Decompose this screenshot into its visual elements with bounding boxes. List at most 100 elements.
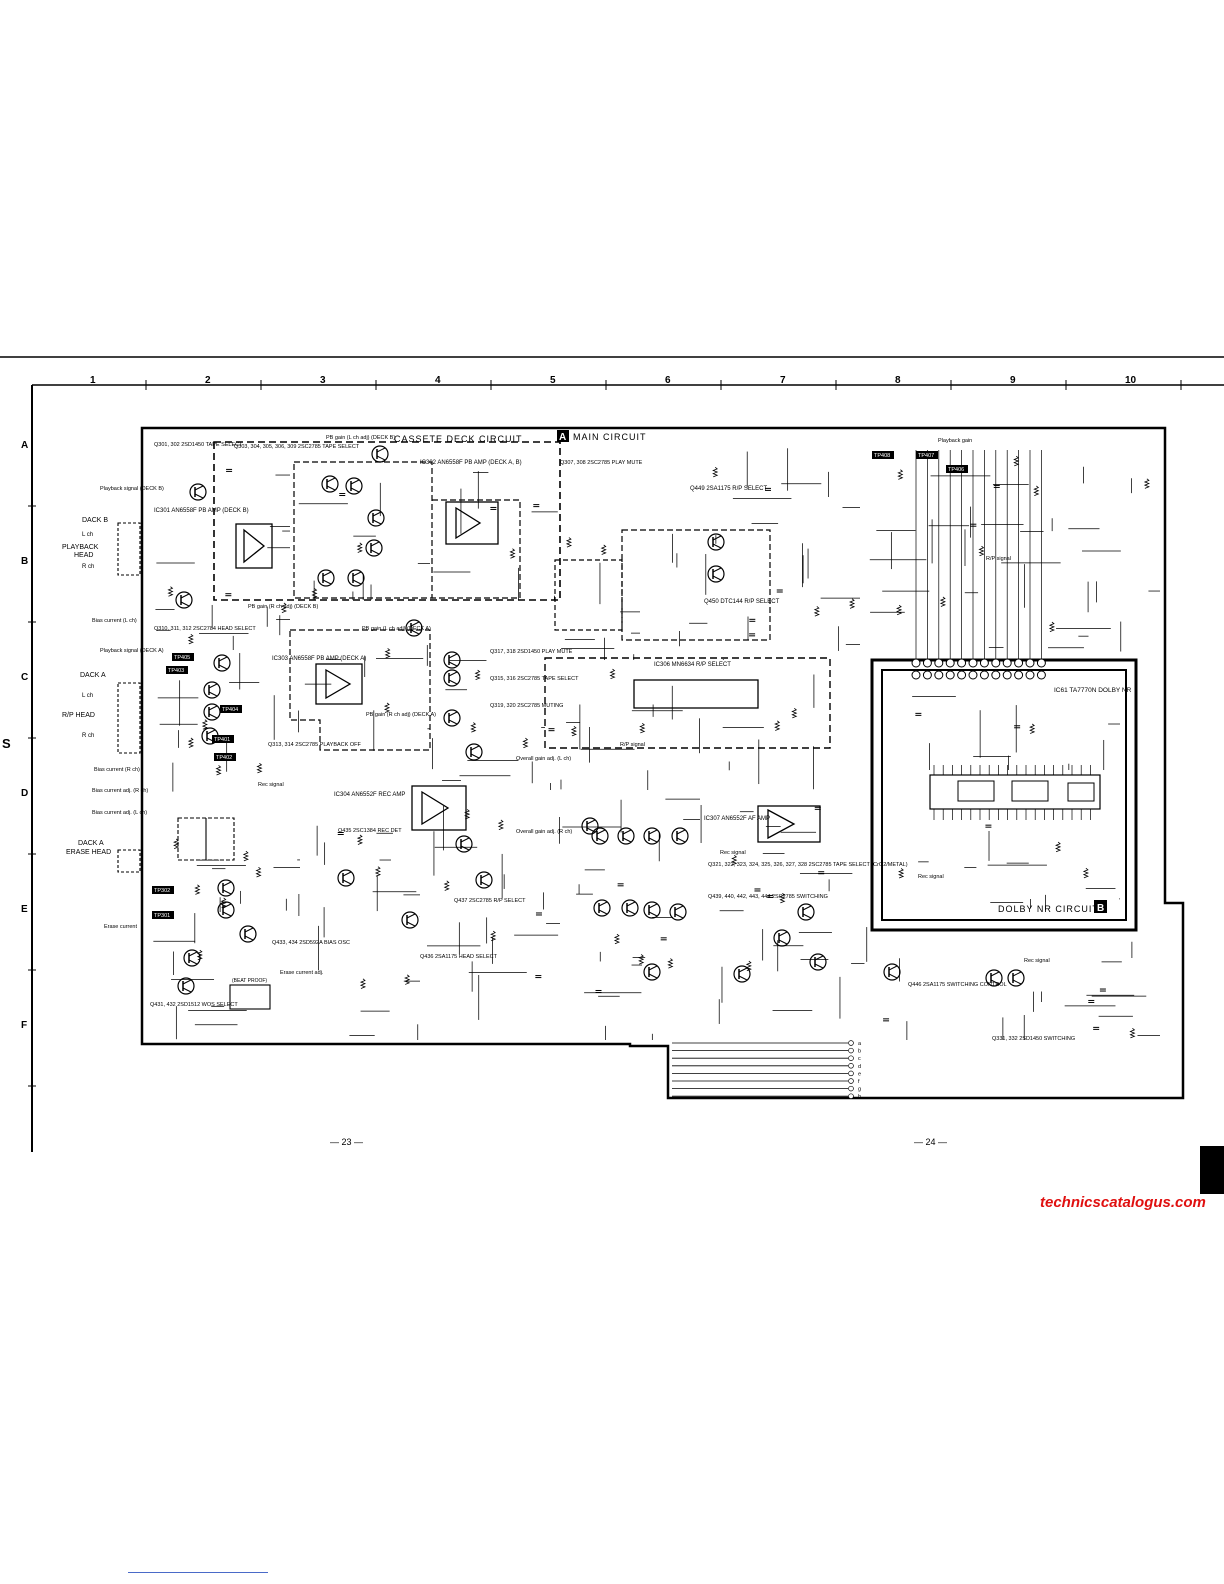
pin-top	[922, 658, 932, 668]
transistor-lead	[814, 963, 824, 969]
deck-a-label: DACK A	[80, 672, 106, 679]
transistor-lead	[888, 965, 898, 971]
transistor	[671, 827, 689, 845]
pin-bottom	[945, 670, 955, 680]
transistor-lead	[188, 959, 198, 965]
resistor	[898, 868, 905, 879]
transistor-lead	[460, 845, 470, 851]
transistor	[321, 475, 339, 493]
transistor-lead	[648, 965, 658, 971]
resistor	[374, 866, 382, 877]
resistor	[613, 933, 621, 945]
column-label: 4	[435, 375, 441, 386]
transistor-lead	[470, 753, 480, 759]
cap-q436: Q436 2SA1175 HEAD SELECT	[420, 954, 498, 960]
transistor-lead	[182, 979, 192, 985]
resistor	[356, 542, 363, 553]
transistor-lead	[188, 951, 198, 957]
main-circuit-tag: A	[559, 432, 566, 443]
resistor	[509, 548, 516, 559]
pb-gain-r-a: PB gain (R ch adj) (DECK A)	[366, 712, 436, 718]
transistor-lead	[222, 903, 232, 909]
cap-q439: Q439, 440, 442, 443, 444 2SC2785 SWITCHI…	[708, 894, 828, 900]
transistor-lead	[206, 729, 216, 735]
resistor	[897, 469, 904, 480]
bus-terminal	[848, 1078, 854, 1084]
pin-bottom	[1036, 670, 1046, 680]
playback-signal-a: Playback signal (DECK A)	[100, 648, 164, 654]
resistor	[638, 954, 645, 965]
resistor	[220, 897, 227, 908]
bias-current-r: Bias current (R ch)	[94, 767, 140, 773]
bus-label: b	[858, 1049, 861, 1055]
transistor-lead	[622, 829, 632, 835]
deck-circuit-title: CASSETE DECK CIRCUIT	[394, 434, 523, 444]
transistor-lead	[370, 541, 380, 547]
deck-a-erase-label: DACK A	[78, 840, 104, 847]
pin-top	[1014, 658, 1024, 668]
resistor	[167, 586, 174, 597]
transistor-lead	[888, 973, 898, 979]
row-label: C	[21, 672, 28, 683]
transistor	[217, 901, 235, 919]
head-connectors	[117, 522, 271, 1010]
erase-current-adj: Erase current adj.	[280, 970, 324, 976]
transistor	[733, 965, 751, 983]
bus-terminal	[848, 1055, 854, 1061]
bus-terminal	[848, 1047, 854, 1054]
rec-signal-4: Rec signal	[1024, 958, 1050, 964]
transistor	[1007, 969, 1025, 987]
erase-head-label: ERASE HEAD	[66, 849, 111, 856]
transistor-lead	[222, 911, 232, 917]
transistor	[189, 483, 207, 501]
resistor	[497, 819, 504, 830]
pin-top	[957, 658, 967, 668]
resistor	[1082, 867, 1089, 879]
pin-top	[911, 658, 921, 668]
resistor	[404, 974, 411, 985]
cap-q315: Q315, 316 2SC2785 TAPE SELECT	[490, 676, 579, 682]
transistor-lead	[778, 939, 788, 945]
cap-q446: Q446 2SA1175 SWITCHING CONTROL	[908, 982, 1007, 988]
pin-bottom	[1025, 670, 1035, 680]
transistor-lead	[712, 535, 722, 541]
bias-osc-transformer	[177, 817, 235, 861]
transistor	[985, 969, 1003, 987]
transistor-lead	[480, 873, 490, 879]
transistor-lead	[244, 935, 254, 941]
transistor	[669, 903, 687, 921]
test-point-box	[916, 451, 938, 459]
column-label: 1	[90, 375, 96, 386]
page-number-right: — 24 —	[914, 1137, 948, 1147]
transistor	[581, 817, 599, 835]
bus-label: a	[858, 1041, 862, 1047]
resistor	[470, 722, 477, 733]
transistor-lead	[1012, 971, 1022, 977]
transistor-lead	[406, 913, 416, 919]
resistor	[187, 737, 194, 748]
bias-adj-r: Bias current adj. (R ch)	[92, 788, 148, 794]
transistor-lead	[586, 827, 596, 833]
rec-signal-1: Rec signal	[258, 782, 284, 788]
transistor-lead	[990, 971, 1000, 977]
bus-label: d	[858, 1064, 861, 1070]
resistor	[196, 949, 203, 961]
resistor	[464, 809, 471, 820]
resistor	[939, 596, 946, 607]
lch-label-b: L ch	[82, 532, 93, 538]
pin-bottom	[957, 670, 967, 680]
resistor	[1013, 455, 1020, 467]
cap-q317: Q317, 318 2SD1450 PLAY MUTE	[490, 649, 573, 655]
resistor	[255, 867, 262, 878]
transistor-lead	[372, 511, 382, 517]
dolby-circuit-tag: B	[1097, 903, 1104, 914]
row-label: F	[21, 1020, 27, 1031]
right-edge-block	[1200, 1146, 1224, 1194]
pin-bottom	[1014, 670, 1024, 680]
transistor	[345, 477, 363, 495]
cap-q437: Q437 2SC2785 R/P SELECT	[454, 898, 526, 904]
transistor-lead	[352, 571, 362, 577]
